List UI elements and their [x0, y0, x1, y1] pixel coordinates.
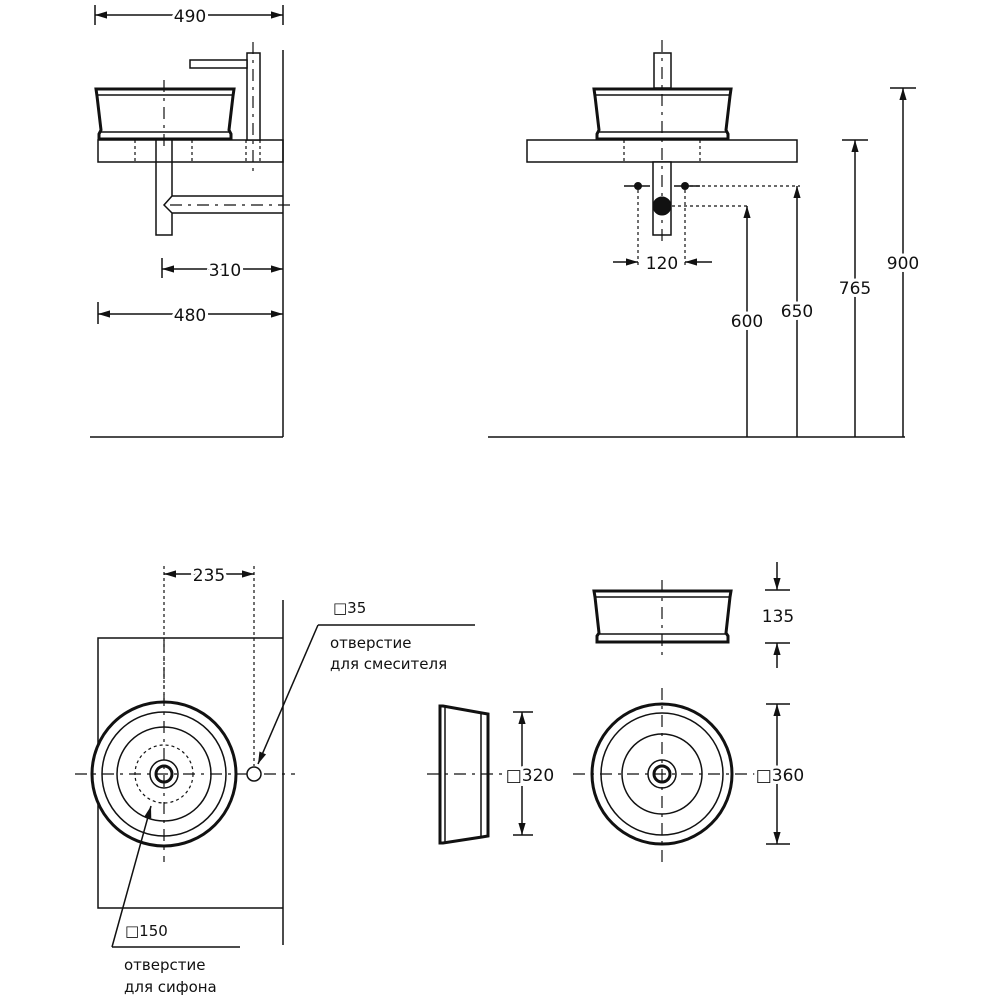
dimension-135: 135: [762, 607, 794, 627]
dimension-120: 120: [646, 254, 678, 274]
mixer-hole-label-2: для смесителя: [330, 655, 447, 673]
front-view: 120 600 650 765 900: [488, 40, 922, 438]
faucet-spout: [189, 59, 248, 69]
siphon-outlet: [652, 196, 672, 216]
mount-point-left: [634, 182, 642, 190]
dimension-900: 900: [887, 254, 919, 274]
siphon-hole-label-1: отверстие: [124, 956, 205, 974]
dimension-600: 600: [731, 312, 763, 332]
dimension-650: 650: [781, 302, 813, 322]
basin-elevation: [592, 589, 733, 644]
plan-view: 235 □35 отверстие для смесителя □150 отв…: [75, 563, 475, 996]
dimension-480: 480: [174, 306, 206, 326]
mixer-hole: [246, 766, 262, 782]
basin-details: 135 □320 □360: [427, 562, 807, 862]
siphon-hole-label-2: для сифона: [124, 978, 217, 996]
countertop: [97, 139, 284, 163]
basin-front: [592, 87, 733, 141]
mixer-hole-label-1: отверстие: [330, 634, 411, 652]
dimension-235: 235: [193, 566, 225, 586]
side-view: 490 310 480: [90, 4, 296, 438]
dimension-490: 490: [174, 7, 206, 27]
mixer-hole-diameter: □35: [333, 599, 366, 617]
mount-point-right: [681, 182, 689, 190]
dimension-320: □320: [506, 766, 555, 786]
siphon-hole-diameter: □150: [125, 922, 168, 940]
dimension-310: 310: [209, 261, 241, 281]
dimension-765: 765: [839, 279, 871, 299]
basin-side: [94, 87, 236, 141]
dimension-360: □360: [756, 766, 805, 786]
drain-pipe: [155, 140, 283, 236]
basin-side-profile: [438, 704, 490, 845]
